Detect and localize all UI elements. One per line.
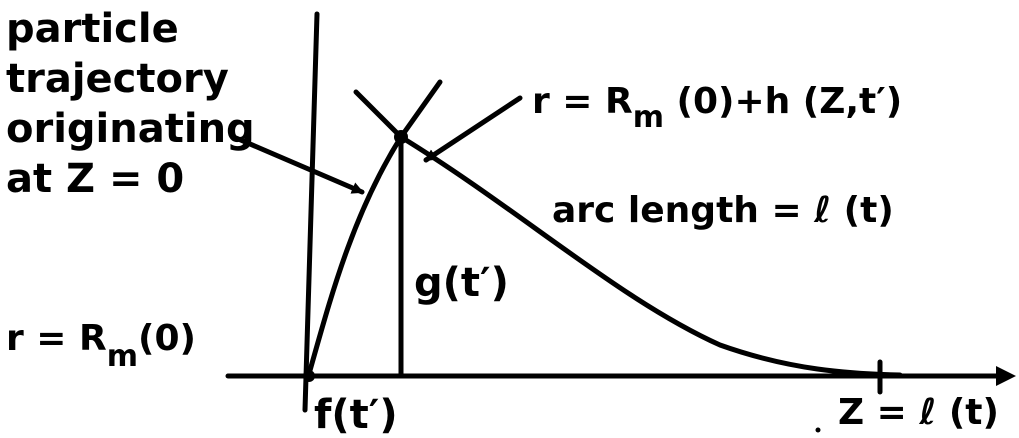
stray-dot bbox=[815, 427, 821, 433]
interface-equation-prefix: r = R bbox=[532, 81, 633, 122]
horizontal-axis-arrowhead bbox=[996, 366, 1016, 386]
interface-leader-arrow bbox=[423, 95, 523, 163]
interface-extension-line bbox=[353, 89, 404, 140]
trajectory-extension-line bbox=[398, 79, 443, 140]
z-length-label: Z = ℓ (t) bbox=[838, 392, 999, 433]
base-radius-sub: m bbox=[107, 339, 138, 374]
vertical-axis bbox=[302, 11, 320, 413]
arc-length-label: arc length = ℓ (t) bbox=[552, 190, 894, 231]
base-radius-prefix: r = R bbox=[6, 318, 107, 359]
interface-equation-suffix: (0)+h (Z,t′) bbox=[664, 81, 902, 122]
interface-equation-label: r = Rm (0)+h (Z,t′) bbox=[532, 81, 902, 135]
origin-point bbox=[303, 370, 315, 382]
trajectory-label-line-1: particle bbox=[6, 6, 179, 52]
trajectory-label-line-3: originating bbox=[6, 106, 255, 152]
interface-equation-sub: m bbox=[633, 100, 664, 135]
trajectory-leader-arrow bbox=[233, 135, 365, 195]
interface-curve bbox=[398, 134, 903, 378]
g-label: g(t′) bbox=[414, 260, 509, 306]
trajectory-label-line-2: trajectory bbox=[6, 56, 229, 102]
trajectory-label-line-4: at Z = 0 bbox=[6, 156, 184, 202]
f-label: f(t′) bbox=[314, 392, 398, 438]
particle-trajectory-curve bbox=[306, 134, 404, 377]
base-radius-label: r = Rm(0) bbox=[6, 318, 196, 374]
base-radius-suffix: (0) bbox=[138, 318, 196, 359]
